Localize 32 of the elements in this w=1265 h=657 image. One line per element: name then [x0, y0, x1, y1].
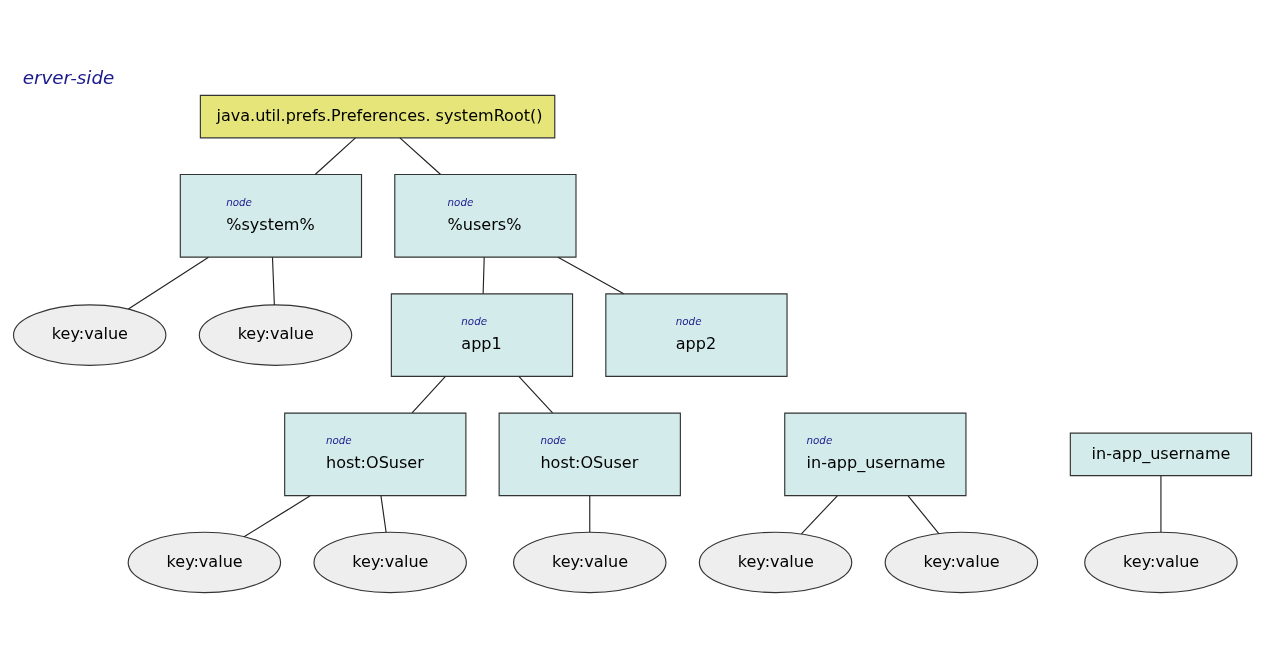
connector	[314, 136, 357, 175]
node-box: node %system%	[179, 173, 363, 258]
connector	[411, 375, 446, 413]
node-ellipse: key:value	[513, 531, 667, 593]
connector	[380, 494, 387, 533]
node-box: java.util.prefs.Preferences. systemRoot()	[199, 94, 556, 138]
node-ellipse: key:value	[698, 531, 853, 593]
node-box: node in-app_username	[784, 412, 967, 496]
connector	[399, 136, 441, 175]
node-ellipse: key:value	[12, 303, 167, 366]
connector	[518, 375, 554, 413]
node-ellipse: key:value	[127, 531, 282, 593]
node-box: in-app_username	[1069, 432, 1253, 476]
node-ellipse: key:value	[884, 531, 1039, 593]
connector	[243, 494, 311, 537]
connector	[589, 494, 591, 533]
connector	[271, 256, 275, 306]
diagram-title: erver-side	[22, 66, 115, 88]
connector	[800, 494, 838, 534]
node-ellipse: key:value	[313, 531, 467, 593]
connector	[1160, 474, 1162, 533]
connector	[482, 256, 485, 294]
node-box: node host:OSuser	[498, 412, 681, 496]
connector	[907, 494, 940, 534]
node-ellipse: key:value	[1084, 531, 1238, 593]
node-box: node app1	[390, 292, 574, 377]
node-box: node app2	[605, 292, 788, 377]
connector	[127, 256, 210, 310]
node-ellipse: key:value	[198, 303, 353, 366]
node-box: node %users%	[394, 173, 577, 258]
connector	[557, 256, 625, 294]
node-box: node host:OSuser	[284, 412, 467, 496]
